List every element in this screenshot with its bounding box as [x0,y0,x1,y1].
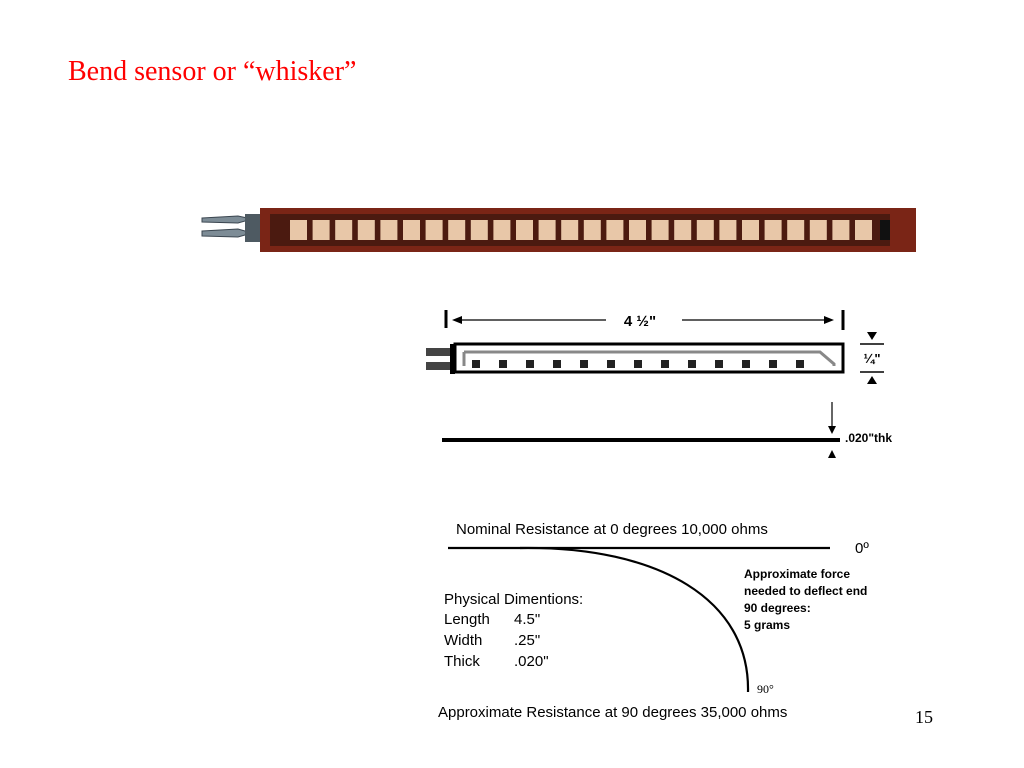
sensor-pads [290,220,872,240]
sensor-pad [696,220,714,240]
sensor-pad [290,220,307,240]
sensor-pad [651,220,669,240]
force-note-line: needed to deflect end [744,584,867,598]
width-dimension-label: ¼" [863,351,880,366]
sensor-pad [606,220,624,240]
approximate-resistance-text: Approximate Resistance at 90 degrees 35,… [438,704,787,721]
sensor-pad [674,220,692,240]
outline-tick [769,360,777,368]
physical-row-value: .020" [514,653,549,670]
sensor-pad [357,220,375,240]
physical-row-label: Length [444,611,490,628]
thickness-label: .020"thk [845,431,892,445]
sensor-pad [809,220,827,240]
sensor-pad [425,220,443,240]
physical-row-value: .25" [514,632,540,649]
outline-tick [607,360,615,368]
sensor-pad [403,220,420,240]
deflection-curve [519,546,750,693]
sensor-pad [787,220,805,240]
sensor-outline-ticks [472,360,804,368]
slide-title: Bend sensor or “whisker” [68,56,357,87]
sensor-pad [380,220,398,240]
outline-tick [472,360,480,368]
sensor-pad [719,220,737,240]
sensor-pad [335,220,353,240]
sensor-pad [448,220,466,240]
outline-tick [715,360,723,368]
sensor-pad [742,220,759,240]
force-note-line: Approximate force [744,567,850,581]
sensor-pad [583,220,601,240]
sensor-pad [629,220,646,240]
force-note-line: 90 degrees: [744,601,811,615]
force-note: Approximate force needed to deflect end … [744,567,871,632]
outline-tick [634,360,642,368]
sensor-pad [538,220,556,240]
page-number: 15 [915,707,933,727]
sensor-pad [561,220,579,240]
sensor-pad [764,220,782,240]
force-note-line: 5 grams [744,618,790,632]
dimension-drawing: 4 ½" ¼" .020"thk [426,310,892,458]
sensor-pad [832,220,850,240]
outline-tick [742,360,750,368]
sensor-pad [493,220,511,240]
physical-dimensions-heading: Physical Dimentions: [444,591,583,608]
nominal-resistance-text: Nominal Resistance at 0 degrees 10,000 o… [456,521,768,538]
length-dimension-label: 4 ½" [624,313,656,330]
physical-row-label: Thick [444,653,480,670]
outline-tick [526,360,534,368]
sensor-pad [312,220,330,240]
connector-pins [201,214,263,242]
ninety-degree-label: 90° [757,682,774,696]
bend-sensor-photo [201,208,916,252]
outline-tick [661,360,669,368]
bend-diagram: Nominal Resistance at 0 degrees 10,000 o… [438,521,871,721]
outline-tick [796,360,804,368]
outline-tick [499,360,507,368]
outline-tick [553,360,561,368]
physical-row-value: 4.5" [514,611,540,628]
sensor-pad [516,220,533,240]
outline-tick [688,360,696,368]
sensor-pad [855,220,872,240]
zero-degree-label: 0º [855,540,869,557]
physical-row-label: Width [444,632,482,649]
outline-tick [580,360,588,368]
sensor-pad [470,220,488,240]
